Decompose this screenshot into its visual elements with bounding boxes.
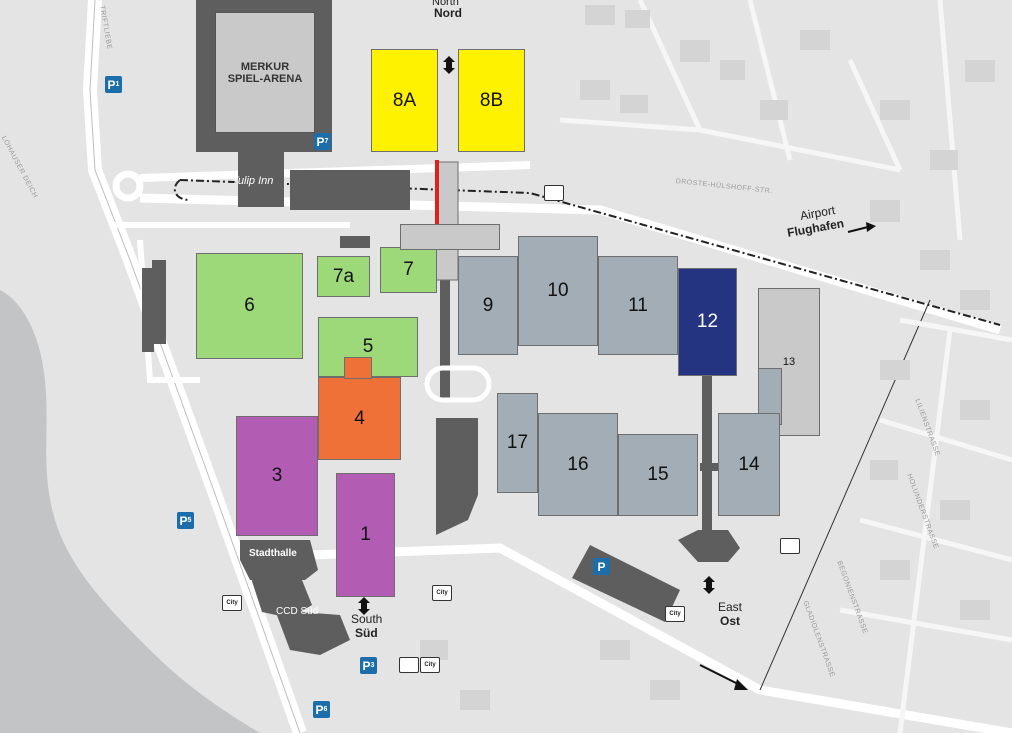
arena-name-line2: SPIEL-ARENA — [227, 72, 303, 85]
south-entrance-arrow-icon — [358, 597, 370, 615]
hall-6[interactable]: 6 — [196, 253, 303, 359]
hall-4[interactable]: 4 — [318, 377, 401, 460]
south-road — [309, 543, 1012, 733]
north-entrance-arrow-icon — [443, 56, 455, 74]
roundabout — [112, 170, 144, 202]
building-west-2 — [152, 260, 166, 344]
hall-16[interactable]: 16 — [538, 413, 618, 516]
east-de: Ost — [720, 614, 741, 628]
bus-stop-south2-icon[interactable]: City — [420, 657, 440, 673]
hall-1[interactable]: 1 — [336, 473, 395, 597]
parking-garage-east — [572, 545, 680, 622]
hall-15[interactable]: 15 — [618, 434, 698, 516]
hall-17[interactable]: 17 — [497, 393, 538, 493]
arena-building[interactable]: MERKUR SPIEL-ARENA — [196, 0, 332, 152]
entrance-north-block — [400, 224, 500, 250]
hall-7a[interactable]: 7a — [317, 256, 370, 297]
hall-7[interactable]: 7 — [380, 247, 437, 293]
hall-14[interactable]: 14 — [718, 413, 780, 516]
hall-3[interactable]: 3 — [236, 416, 318, 536]
east-entrance-arrow-icon — [703, 576, 715, 594]
hall-10[interactable]: 10 — [518, 236, 598, 346]
arena-name-line1: MERKUR — [240, 60, 290, 73]
arena-label: MERKUR SPIEL-ARENA — [215, 12, 315, 133]
hall-8a[interactable]: 8A — [371, 49, 438, 152]
south-en: South — [351, 612, 383, 626]
stadthalle-label: Stadthalle — [249, 548, 297, 559]
bus-stop-west-icon[interactable]: City — [222, 595, 242, 611]
ccd-label: CCD Süd — [276, 606, 319, 617]
bus-stop-east-icon[interactable]: City — [665, 606, 685, 622]
north-en: North — [432, 0, 459, 8]
north-entrance-label: North — [432, 0, 459, 8]
hall-8b[interactable]: 8B — [458, 49, 525, 152]
east-en: East — [718, 600, 743, 614]
north-bridge-building — [290, 170, 410, 210]
north-de: Nord — [434, 6, 462, 20]
hotel-label: Tulip Inn — [232, 175, 274, 187]
parking-garage-icon[interactable]: P — [593, 558, 610, 575]
hotel-building — [238, 152, 284, 207]
south-de: Süd — [355, 626, 378, 640]
hall-12[interactable]: 12 — [678, 268, 737, 376]
bus-stop-south-icon[interactable]: City — [432, 585, 452, 601]
bus-icon-south[interactable] — [399, 657, 419, 673]
hall-4-annex — [344, 357, 372, 379]
river — [0, 290, 260, 733]
building-west — [142, 268, 154, 352]
hall-9[interactable]: 9 — [458, 256, 518, 355]
bus-icon-north[interactable] — [544, 185, 564, 201]
hall-11[interactable]: 11 — [598, 256, 678, 355]
bus-icon-east[interactable] — [780, 538, 800, 554]
kiosk — [340, 236, 370, 248]
